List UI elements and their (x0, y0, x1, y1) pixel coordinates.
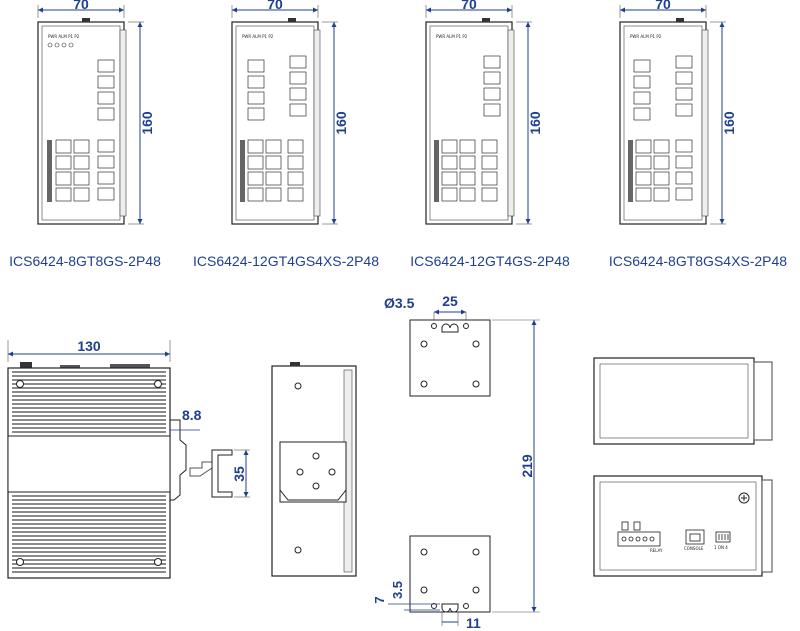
wall-mount-plates: Ø3.5 25 219 7 3.5 11 (372, 293, 540, 631)
relay-label: RELAY (650, 548, 663, 553)
front-width-dim: 70 (267, 0, 283, 12)
slot-dim-7: 7 (372, 596, 387, 603)
front-view-1: 70 PWR ALM P1 P2 160 ICS6424-8GT8GS-2P48 (9, 0, 161, 269)
model-name-2: ICS6424-12GT4GS4XS-2P48 (193, 253, 379, 269)
front-width-dim: 70 (461, 0, 477, 12)
led-header: PWR ALM P1 P2 (630, 34, 662, 39)
front-view-3: 70 PWR ALM P1 P2 160 ICS6424-12GT4GS-2P4… (410, 0, 570, 269)
ground-screw-icon (738, 492, 750, 504)
model-name-4: ICS6424-8GT8GS4XS-2P48 (609, 253, 787, 269)
slot-dim-3-5: 3.5 (390, 581, 405, 599)
din-rail-dim: 35 (231, 466, 247, 482)
front-view-4: 70 PWR ALM P1 P2 160 ICS6424-8GT8GS4XS-2… (609, 0, 787, 269)
front-width-dim: 70 (655, 0, 671, 12)
front-height-dim: 160 (333, 111, 349, 135)
rear-view (271, 362, 357, 577)
model-name-1: ICS6424-8GT8GS-2P48 (9, 253, 161, 269)
din-rail: 35 (189, 449, 250, 498)
front-height-dim: 160 (527, 111, 543, 135)
front-height-dim: 160 (139, 111, 155, 135)
hole-diameter-dim: Ø3.5 (384, 295, 415, 311)
front-height-dim: 160 (721, 111, 737, 135)
din-offset-dim: 8.8 (182, 407, 202, 423)
plate-height-dim: 219 (519, 454, 535, 478)
dip-label: 1 ON 4 (714, 545, 728, 550)
front-view-2: 70 PWR ALM P1 P2 160 ICS6424-12GT4GS4XS-… (193, 0, 379, 269)
console-label: CONSOLE (684, 546, 704, 551)
led-header: PWR ALM P1 P2 (48, 34, 80, 39)
front-width-dim: 70 (73, 0, 89, 12)
top-view (593, 357, 773, 445)
led-header: PWR ALM P1 P2 (436, 34, 468, 39)
slot-dim-11: 11 (466, 615, 481, 631)
model-name-3: ICS6424-12GT4GS-2P48 (410, 253, 570, 269)
side-depth-dim: 130 (77, 338, 101, 354)
led-header: PWR ALM P1 P2 (242, 34, 274, 39)
hole-spacing-dim: 25 (442, 293, 458, 309)
side-view: 130 8.8 (7, 338, 202, 579)
bottom-view: RELAY CONSOLE 1 ON 4 (593, 475, 773, 577)
